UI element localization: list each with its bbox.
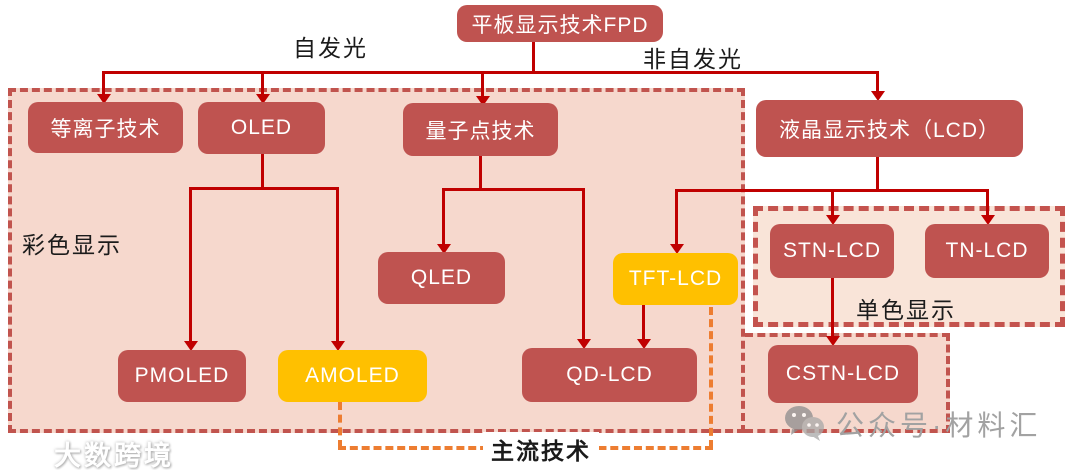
arrowhead: [826, 336, 840, 346]
connector-line: [102, 71, 105, 95]
connector-line: [831, 278, 834, 338]
connector-line: [642, 305, 645, 340]
node-oled: OLED: [198, 102, 325, 154]
node-pmoled: PMOLED: [118, 350, 246, 402]
connector-line: [675, 189, 678, 245]
connector-line: [189, 187, 192, 342]
node-tn-lcd: TN-LCD: [925, 224, 1049, 278]
node-tft-lcd: TFT-LCD: [613, 253, 738, 305]
connector-line: [582, 188, 585, 340]
label-mainstream: 主流技术: [483, 432, 599, 466]
label-color-display: 彩色显示: [22, 232, 122, 258]
label-self-emitting: 自发光: [293, 35, 368, 61]
connector-line: [876, 157, 879, 192]
wechat-icon: [782, 405, 826, 443]
arrowhead: [97, 94, 111, 104]
connector-line: [831, 189, 834, 217]
node-stn-lcd: STN-LCD: [770, 224, 894, 278]
arrowhead: [331, 341, 345, 351]
arrowhead: [437, 244, 451, 254]
arrowhead: [981, 215, 995, 225]
node-plasma: 等离子技术: [28, 102, 183, 153]
connector-line: [986, 189, 989, 217]
connector-line: [189, 187, 339, 190]
connector-line: [442, 188, 445, 245]
connector-line: [876, 71, 879, 93]
watermark-text: 大数跨境: [54, 441, 174, 470]
label-non-self-emitting: 非自发光: [643, 46, 743, 72]
node-lcd: 液晶显示技术（LCD）: [756, 100, 1023, 157]
arrowhead: [577, 339, 591, 349]
node-cstn-lcd: CSTN-LCD: [768, 345, 918, 403]
node-quantum-dot: 量子点技术: [403, 103, 558, 156]
dashukuajing-logo-icon: [6, 439, 48, 469]
watermark-bottom-left: 大数跨境: [6, 434, 174, 470]
arrowhead: [256, 94, 270, 104]
connector-line: [532, 37, 535, 73]
arrowhead: [184, 341, 198, 351]
arrowhead: [826, 215, 840, 225]
node-fpd-root: 平板显示技术FPD: [457, 5, 663, 42]
mainstream-line-left: [338, 402, 342, 448]
node-qled: QLED: [378, 252, 505, 304]
label-mono-display: 单色显示: [856, 297, 956, 323]
connector-line: [336, 187, 339, 342]
connector-line: [481, 71, 484, 97]
watermark-bottom-right: 公众号·材料汇: [782, 404, 1041, 444]
mainstream-line-right: [709, 307, 713, 448]
connector-line: [261, 154, 264, 189]
connector-line: [261, 71, 264, 95]
connector-line: [479, 156, 482, 191]
arrowhead: [637, 339, 651, 349]
arrowhead: [871, 91, 885, 101]
node-amoled: AMOLED: [278, 350, 427, 402]
connector-line: [442, 188, 585, 191]
arrowhead: [476, 96, 490, 106]
connector-line: [102, 71, 879, 74]
arrowhead: [670, 244, 684, 254]
node-qd-lcd: QD-LCD: [522, 348, 697, 402]
watermark-text: 公众号·材料汇: [836, 410, 1042, 441]
